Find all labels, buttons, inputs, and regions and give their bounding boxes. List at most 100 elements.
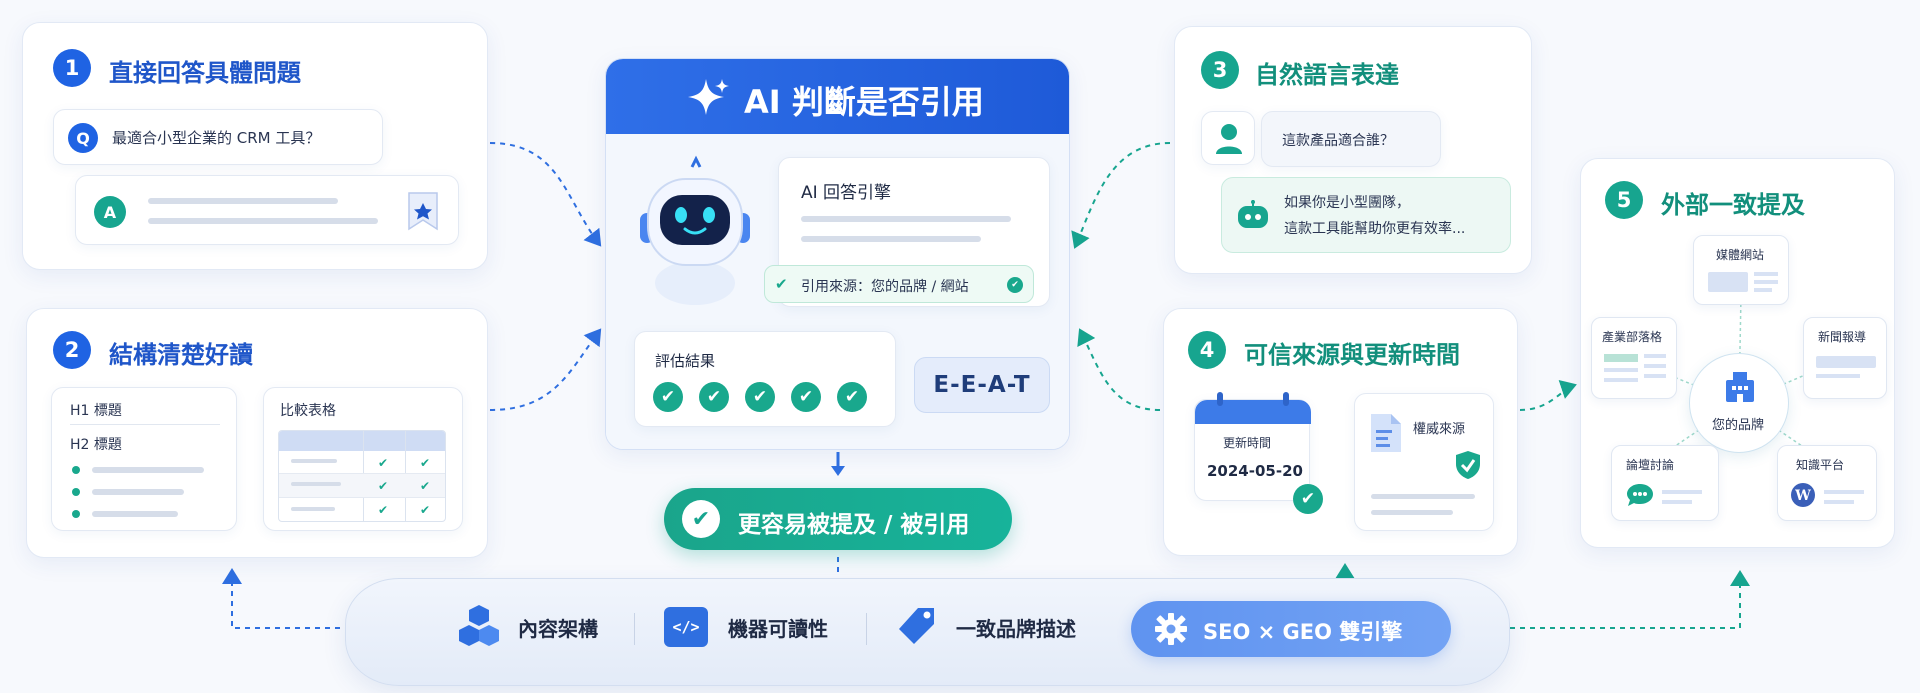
source-line <box>1371 510 1453 515</box>
bookmark-star-icon <box>406 190 440 236</box>
check-circle-icon: ✔ <box>682 500 720 538</box>
seo-geo-pill: SEO × GEO 雙引擎 <box>1131 601 1451 657</box>
arrow-card1-center <box>489 142 602 247</box>
citation-badge: ✔ 引用來源：您的品牌 / 網站 ✔ <box>764 265 1034 303</box>
heading-outline: H1 標題 H2 標題 <box>51 387 237 531</box>
sparkle-icon <box>686 75 730 123</box>
bullet-line <box>92 467 204 473</box>
node-knowledge-platform: 知識平台 W <box>1777 445 1877 521</box>
svg-text:W: W <box>1794 488 1811 504</box>
check-circle-icon: ✔ <box>653 382 683 412</box>
bullet <box>72 466 80 474</box>
news-label: 新聞報導 <box>1818 330 1867 344</box>
tag-icon <box>896 605 938 651</box>
eval-label: 評估結果 <box>655 352 716 370</box>
bot-answer-bubble: 如果你是小型團隊， 這款工具能幫助你更有效率... <box>1221 177 1511 253</box>
update-label: 更新時間 <box>1223 436 1272 450</box>
step-number-5: 5 <box>1605 181 1643 219</box>
check-icon: ✔ <box>775 275 788 293</box>
divider <box>866 613 867 645</box>
media-label: 媒體網站 <box>1716 248 1765 262</box>
authority-label: 權威來源 <box>1413 422 1466 437</box>
document-icon <box>1369 412 1403 458</box>
engine-line <box>801 216 1011 222</box>
forum-label: 論壇討論 <box>1626 458 1675 472</box>
user-question: 這款產品適合誰？ <box>1282 133 1394 149</box>
calendar-icon <box>1195 392 1311 424</box>
step-number-4: 4 <box>1188 331 1226 369</box>
calendar-card: 更新時間 2024-05-20 ✔ <box>1194 392 1323 514</box>
source-line <box>1371 494 1475 499</box>
answer-line <box>148 198 338 204</box>
check-mark: ✔ <box>420 456 431 470</box>
panel-header: AI 判斷是否引用 <box>606 59 1069 134</box>
arrow-card3-center <box>1071 142 1171 249</box>
check-circle-icon: ✔ <box>1293 484 1323 514</box>
knowledge-label: 知識平台 <box>1796 458 1845 472</box>
check-circle-icon: ✔ <box>745 382 775 412</box>
a-badge: A <box>94 196 126 228</box>
table-label: 比較表格 <box>280 403 336 419</box>
engine-label: AI 回答引擎 <box>801 183 892 203</box>
gear-icon <box>1155 613 1187 649</box>
bullet <box>72 488 80 496</box>
foundation-platform: 內容架構 </> 機器可讀性 一致品牌描述 SEO × GEO 雙引擎 <box>345 578 1510 686</box>
check-mark: ✔ <box>378 503 389 517</box>
q-badge: Q <box>68 123 98 153</box>
check-circle-icon: ✔ <box>699 382 729 412</box>
panel-title: AI 判斷是否引用 <box>744 83 984 121</box>
wikipedia-icon: W <box>1790 482 1816 512</box>
user-question-bubble: 這款產品適合誰？ <box>1261 111 1441 167</box>
card-direct-answer: 1 直接回答具體問題 Q 最適合小型企業的 CRM 工具？ A <box>22 22 488 270</box>
step-number-1: 1 <box>53 49 91 87</box>
seo-geo-text: SEO × GEO 雙引擎 <box>1203 620 1403 644</box>
building-icon <box>1724 370 1756 408</box>
comparison-table-card: 比較表格 ✔ ✔ ✔ ✔ ✔ ✔ <box>263 387 463 531</box>
check-circle-icon: ✔ <box>837 382 867 412</box>
step-number-3: 3 <box>1201 51 1239 89</box>
down-arrow-icon <box>831 452 845 476</box>
h1-label: H1 標題 <box>70 403 122 419</box>
bullet-line <box>92 489 184 495</box>
node-forum: 論壇討論 <box>1611 445 1719 521</box>
card-title: 直接回答具體問題 <box>109 59 301 87</box>
cubes-icon <box>456 603 502 653</box>
base-item-brand: 一致品牌描述 <box>956 617 1076 641</box>
answer-line <box>148 218 378 224</box>
robot-icon <box>630 155 760 309</box>
brand-hub: 您的品牌 <box>1689 353 1789 453</box>
user-avatar <box>1201 111 1255 165</box>
arrow-base-left <box>222 568 340 629</box>
update-date: 2024-05-20 <box>1207 462 1303 480</box>
bullet <box>72 510 80 518</box>
divider <box>634 613 635 645</box>
bullet-line <box>92 511 178 517</box>
node-news: 新聞報導 <box>1803 317 1887 399</box>
comparison-table: ✔ ✔ ✔ ✔ ✔ ✔ <box>278 430 446 522</box>
base-item-machine: 機器可讀性 <box>728 617 828 641</box>
code-icon: </> <box>664 607 708 647</box>
h2-label: H2 標題 <box>70 437 122 453</box>
check-mark: ✔ <box>378 456 389 470</box>
card-credible-sources: 4 可信來源與更新時間 更新時間 2024-05-20 ✔ 權威來源 <box>1163 308 1518 556</box>
engine-line <box>801 236 981 242</box>
industry-label: 產業部落格 <box>1602 330 1663 344</box>
card-title: 可信來源與更新時間 <box>1244 341 1460 369</box>
node-media-site: 媒體網站 <box>1693 235 1789 305</box>
chat-icon <box>1626 482 1654 512</box>
question-text: 最適合小型企業的 CRM 工具？ <box>112 129 321 147</box>
result-text: 更容易被提及 / 被引用 <box>738 512 970 538</box>
card-title: 結構清楚好讀 <box>109 341 253 369</box>
evaluation-card: 評估結果 ✔ ✔ ✔ ✔ ✔ <box>634 331 896 427</box>
eeat-text: E-E-A-T <box>933 372 1031 398</box>
check-circle-icon: ✔ <box>1007 277 1023 293</box>
answer-bubble: A <box>75 175 459 245</box>
arrow-base-right <box>1510 570 1750 629</box>
card-title: 外部一致提及 <box>1661 191 1805 219</box>
question-bubble: Q 最適合小型企業的 CRM 工具？ <box>53 109 383 165</box>
ai-evaluation-panel: AI 判斷是否引用 AI 回答引擎 ✔ 引用來源：您的品牌 / 網站 <box>605 58 1070 450</box>
bot-answer-line1: 如果你是小型團隊， <box>1284 195 1410 211</box>
card-title: 自然語言表達 <box>1255 61 1399 89</box>
card-structure: 2 結構清楚好讀 H1 標題 H2 標題 比較表格 <box>26 308 488 558</box>
